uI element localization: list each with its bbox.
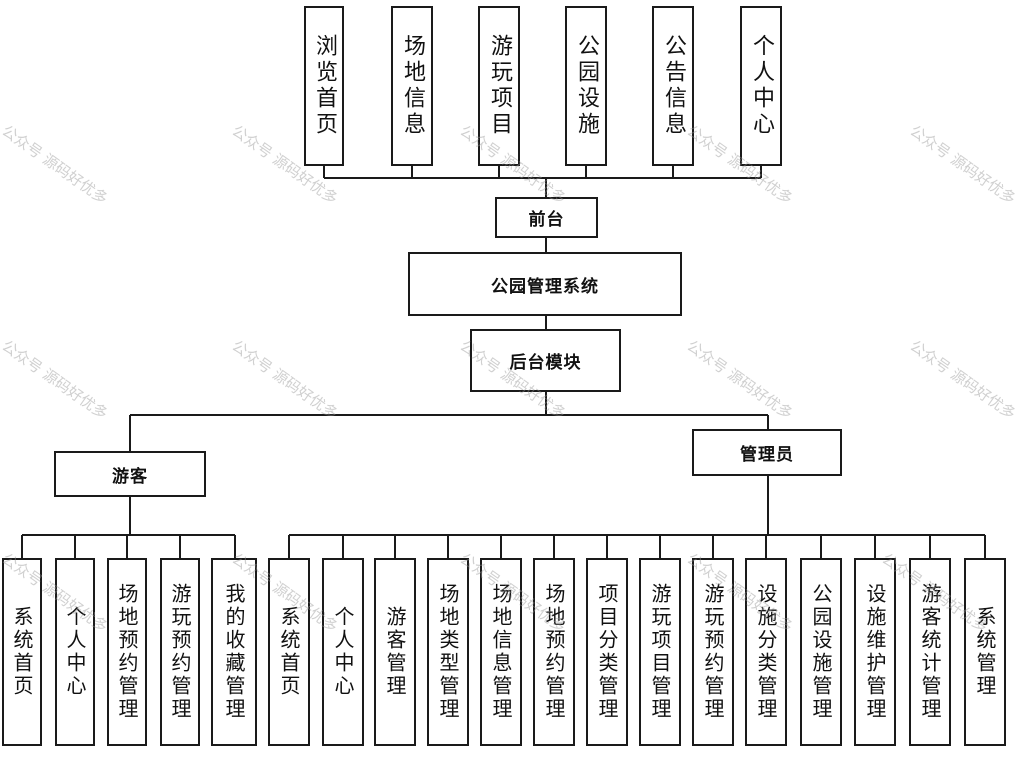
admin-item-label: 公园设施管理 [809,583,833,721]
visitor-item-home: 系统首页 [2,558,42,746]
admin-item-venue-booking-mgmt: 场地预约管理 [533,558,575,746]
admin-item-label: 场地类型管理 [436,583,460,721]
front-node: 前台 [495,197,598,238]
admin-item-label: 游玩预约管理 [701,583,725,721]
backend-node-label: 后台模块 [509,353,582,373]
admin-item-label: 个人中心 [331,606,355,698]
admin-item-facility-maintenance-mgmt: 设施维护管理 [854,558,896,746]
front-item-label: 浏览首页 [312,34,337,138]
admin-item-label: 游玩项目管理 [648,583,672,721]
admin-item-play-booking-mgmt: 游玩预约管理 [692,558,734,746]
admin-item-project-category-mgmt: 项目分类管理 [586,558,628,746]
front-item-label: 游玩项目 [487,34,512,138]
backend-node: 后台模块 [470,329,621,392]
front-item-label: 场地信息 [400,34,425,138]
visitor-item-label: 我的收藏管理 [222,583,246,721]
front-node-label: 前台 [528,210,565,230]
front-item-label: 公园设施 [574,34,599,138]
front-item-browse-home: 浏览首页 [304,6,344,166]
admin-item-visitor-stats-mgmt: 游客统计管理 [909,558,951,746]
visitor-item-label: 个人中心 [63,606,87,698]
admin-item-system-mgmt: 系统管理 [964,558,1006,746]
system-node-label: 公园管理系统 [491,276,599,297]
visitor-item-play-booking: 游玩预约管理 [160,558,200,746]
front-item-announcements: 公告信息 [652,6,694,166]
admin-item-label: 游客管理 [383,606,407,698]
admin-item-label: 设施维护管理 [863,583,887,721]
admin-item-facility-mgmt: 公园设施管理 [800,558,842,746]
visitor-node: 游客 [54,451,206,497]
system-node: 公园管理系统 [408,252,682,316]
front-item-venue-info: 场地信息 [391,6,433,166]
admin-item-venue-info-mgmt: 场地信息管理 [480,558,522,746]
front-item-facilities: 公园设施 [565,6,607,166]
visitor-item-venue-booking: 场地预约管理 [107,558,147,746]
admin-node: 管理员 [692,429,842,476]
admin-node-label: 管理员 [740,445,794,465]
front-item-attractions: 游玩项目 [478,6,520,166]
admin-item-label: 场地信息管理 [489,583,513,721]
visitor-item-favorites: 我的收藏管理 [211,558,257,746]
visitor-node-label: 游客 [112,466,148,487]
visitor-item-personal-center: 个人中心 [55,558,95,746]
admin-item-venue-type-mgmt: 场地类型管理 [427,558,469,746]
visitor-item-label: 系统首页 [10,606,34,698]
front-item-label: 个人中心 [749,34,774,138]
visitor-item-label: 游玩预约管理 [168,583,192,721]
front-item-label: 公告信息 [661,34,686,138]
admin-item-label: 系统管理 [973,606,997,698]
admin-item-label: 系统首页 [277,606,301,698]
admin-item-personal-center: 个人中心 [322,558,364,746]
admin-item-label: 游客统计管理 [918,583,942,721]
admin-item-facility-category-mgmt: 设施分类管理 [745,558,787,746]
admin-item-home: 系统首页 [268,558,310,746]
admin-item-label: 设施分类管理 [754,583,778,721]
front-item-personal-center: 个人中心 [740,6,782,166]
visitor-item-label: 场地预约管理 [115,583,139,721]
admin-item-label: 场地预约管理 [542,583,566,721]
admin-item-visitor-mgmt: 游客管理 [374,558,416,746]
admin-item-label: 项目分类管理 [595,583,619,721]
admin-item-attraction-mgmt: 游玩项目管理 [639,558,681,746]
